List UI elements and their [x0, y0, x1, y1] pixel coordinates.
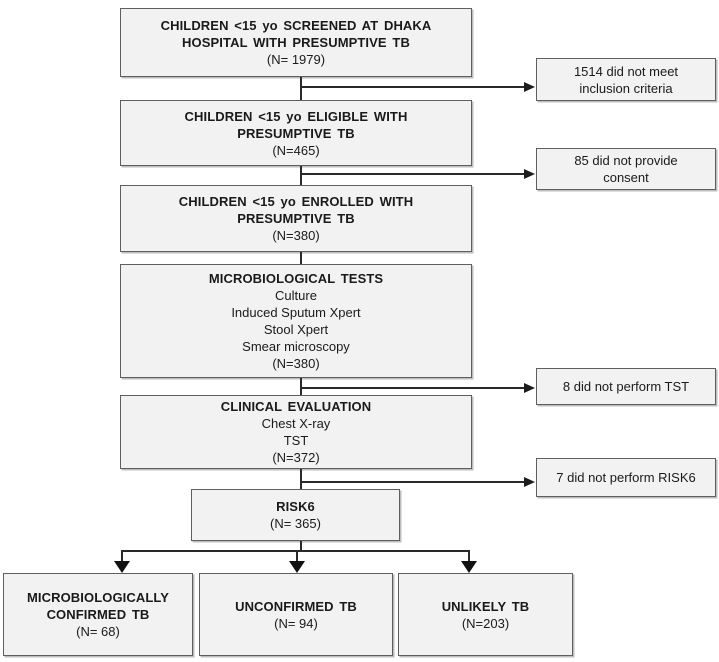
exclusion-line: 7 did not perform RISK6	[556, 470, 696, 485]
arrow-line-exclusion-2	[301, 173, 525, 175]
box-title-line: UNLIKELY TB	[441, 598, 530, 614]
box-title-line: CLINICAL EVALUATION	[220, 399, 372, 414]
exclusion-line: 1514 did not meet	[573, 63, 679, 79]
connector-micro-clinical	[300, 378, 302, 395]
box-title-line: MICROBIOLOGICALLY	[26, 590, 170, 605]
box-n-value: (N= 1979)	[266, 52, 326, 67]
exclusion-box-tst: 8 did not perform TST	[536, 368, 716, 405]
distribution-line	[121, 550, 470, 552]
box-body-line: TST	[283, 433, 309, 448]
connector-risk6-split	[300, 541, 302, 552]
exclusion-box-inclusion-criteria: 1514 did not meet inclusion criteria	[536, 58, 716, 101]
arrowhead-exclusion-2-icon	[524, 169, 535, 179]
box-n-value: (N=372)	[272, 450, 320, 465]
flow-box-microbiological-tests: MICROBIOLOGICAL TESTS Culture Induced Sp…	[120, 264, 472, 378]
exclusion-box-risk6: 7 did not perform RISK6	[536, 458, 716, 497]
box-title-line: CHILDREN <15 yo SCREENED AT DHAKA	[160, 18, 432, 33]
box-n-value: (N=203)	[461, 615, 510, 631]
arrow-line-exclusion-3	[301, 387, 525, 389]
box-body-line: Induced Sputum Xpert	[231, 305, 361, 320]
connector-clinical-risk6	[300, 469, 302, 489]
box-n-value: (N=380)	[272, 356, 320, 371]
box-title-line: PRESUMPTIVE TB	[237, 125, 355, 141]
outcome-box-unlikely-tb: UNLIKELY TB (N=203)	[398, 573, 573, 656]
arrow-line-outcome-middle	[296, 551, 298, 562]
box-title-line: CHILDREN <15 yo ENROLLED WITH	[178, 194, 414, 209]
arrowhead-outcome-right-icon	[461, 561, 477, 573]
connector-eligible-enrolled	[300, 166, 302, 185]
box-n-value: (N=380)	[272, 228, 320, 243]
connector-screened-eligible	[300, 77, 302, 100]
connector-enrolled-micro	[300, 252, 302, 264]
arrow-line-exclusion-1	[301, 86, 525, 88]
flow-box-clinical-evaluation: CLINICAL EVALUATION Chest X-ray TST (N=3…	[120, 395, 472, 469]
arrowhead-outcome-middle-icon	[289, 561, 305, 573]
outcome-box-unconfirmed-tb: UNCONFIRMED TB (N= 94)	[199, 573, 393, 656]
arrowhead-exclusion-3-icon	[524, 383, 535, 393]
arrow-line-exclusion-4	[301, 481, 525, 483]
box-n-value: (N= 94)	[274, 615, 318, 631]
arrowhead-exclusion-1-icon	[524, 82, 535, 92]
box-title-line: CONFIRMED TB	[46, 607, 150, 622]
box-title-line: CHILDREN <15 yo ELIGIBLE WITH	[184, 108, 408, 124]
box-body-line: Culture	[275, 288, 317, 303]
arrow-line-outcome-right	[468, 551, 470, 562]
box-n-value: (N= 365)	[270, 516, 321, 531]
flow-box-enrolled: CHILDREN <15 yo ENROLLED WITH PRESUMPTIV…	[120, 185, 472, 252]
box-title-line: RISK6	[276, 499, 315, 514]
flow-box-eligible: CHILDREN <15 yo ELIGIBLE WITH PRESUMPTIV…	[120, 100, 472, 166]
box-body-line: Smear microscopy	[242, 339, 350, 354]
box-n-value: (N=465)	[272, 142, 320, 158]
box-title-line: UNCONFIRMED TB	[235, 598, 357, 614]
exclusion-line: 8 did not perform TST	[562, 379, 690, 394]
box-body-line: Chest X-ray	[261, 416, 331, 431]
exclusion-box-consent: 85 did not provide consent	[536, 148, 716, 190]
arrowhead-exclusion-4-icon	[524, 477, 535, 487]
box-title-line: MICROBIOLOGICAL TESTS	[208, 271, 384, 286]
arrow-line-outcome-left	[121, 551, 123, 562]
exclusion-line: 85 did not provide	[574, 153, 678, 168]
flow-box-risk6: RISK6 (N= 365)	[191, 489, 400, 541]
box-n-value: (N= 68)	[76, 624, 120, 639]
exclusion-line: inclusion criteria	[579, 80, 673, 96]
outcome-box-confirmed-tb: MICROBIOLOGICALLY CONFIRMED TB (N= 68)	[3, 573, 193, 656]
box-title-line: PRESUMPTIVE TB	[237, 211, 355, 226]
box-title-line: HOSPITAL WITH PRESUMPTIVE TB	[182, 35, 410, 50]
exclusion-line: consent	[603, 170, 649, 185]
flow-box-screened: CHILDREN <15 yo SCREENED AT DHAKA HOSPIT…	[120, 8, 472, 77]
arrowhead-outcome-left-icon	[114, 561, 130, 573]
box-body-line: Stool Xpert	[263, 322, 329, 337]
